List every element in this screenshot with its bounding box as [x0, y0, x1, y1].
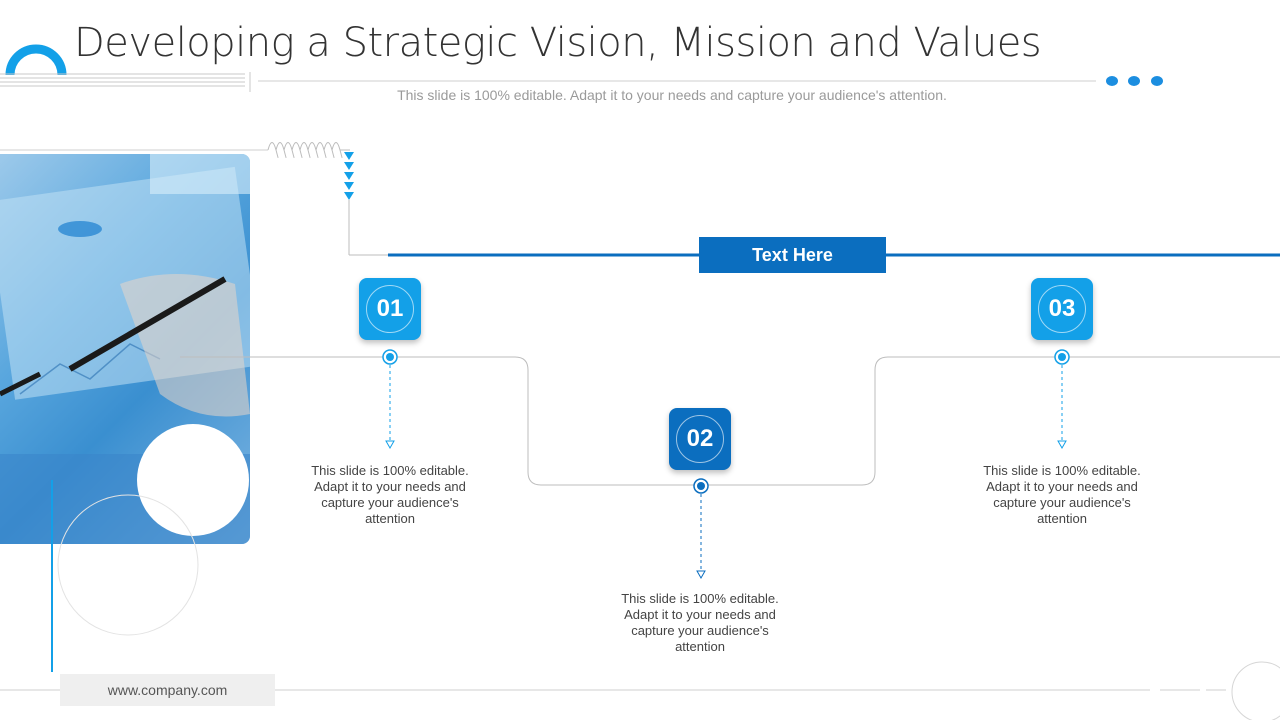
step-1-badge: 01 [359, 278, 421, 340]
dot-2 [1128, 76, 1140, 86]
title-underline [258, 80, 1096, 82]
step-2-text: This slide is 100% editable. Adapt it to… [621, 591, 779, 654]
step-3-badge: 03 [1031, 278, 1093, 340]
corner-decoration [0, 44, 251, 92]
step-1-text: This slide is 100% editable. Adapt it to… [311, 463, 469, 526]
dot-3 [1151, 76, 1163, 86]
decor-circles [51, 424, 249, 672]
footer-url[interactable]: www.company.com [60, 674, 275, 706]
header-label: Text Here [699, 237, 886, 273]
step-3-text: This slide is 100% editable. Adapt it to… [983, 463, 1141, 526]
step-2-badge: 02 [669, 408, 731, 470]
dot-1 [1106, 76, 1118, 86]
subtitle: This slide is 100% editable. Adapt it to… [397, 87, 947, 103]
page-title: Developing a Strategic Vision, Mission a… [74, 20, 1042, 66]
